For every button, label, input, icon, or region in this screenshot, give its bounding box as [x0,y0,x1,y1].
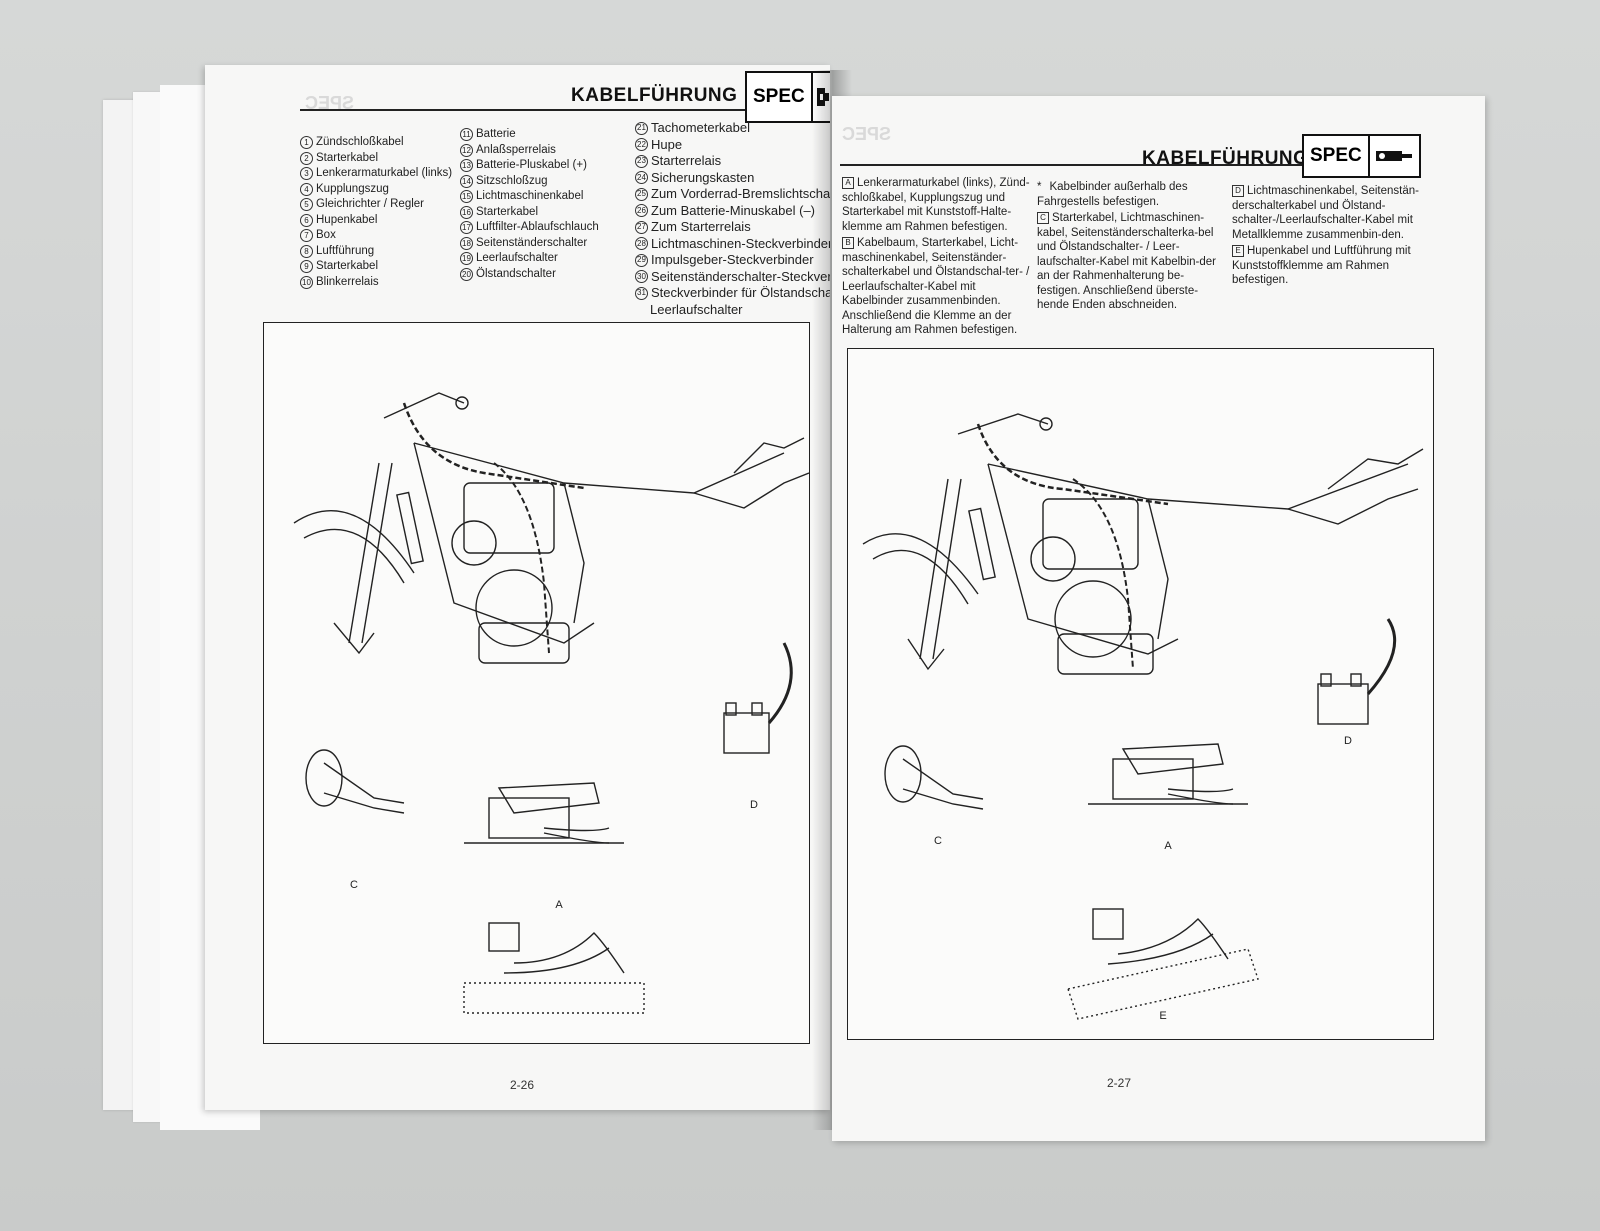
spec-badge: SPEC [745,71,830,123]
detail-label-c: C [934,835,942,847]
spec-label: SPEC [747,73,813,121]
wiring-diagram: C A D E [263,322,810,1091]
wrench-icon [1370,136,1419,176]
spec-label: SPEC [1304,136,1370,176]
page-number: 2-26 [510,1078,535,1092]
detail-label-c: C [350,879,358,891]
notes-column-2: *Kabelbinder außerhalb des Fahrgestells … [1037,180,1227,313]
page-number: 2-27 [1107,1076,1132,1090]
motorcycle-wiring-illustration: C A D E [293,392,810,1091]
page-title: KABELFÜHRUNG [571,85,738,106]
spec-badge: SPEC [1302,134,1421,178]
note-item: *Kabelbinder außerhalb des Fahrgestells … [1037,181,1188,208]
bleed-through-text: SPEC [842,124,892,144]
page-title: KABELFÜHRUNG [1142,148,1309,169]
header-rule [300,109,745,111]
wrench-icon [813,73,830,121]
detail-label-e: E [1159,1010,1166,1022]
wiring-diagram: C A D E [847,348,1434,1040]
motorcycle-wiring-illustration: C A D E [862,413,1424,1022]
detail-label-a: A [555,899,563,911]
legend-item: Leerlaufschalter [650,301,743,317]
header-rule [840,164,1302,166]
detail-label-d: D [750,799,758,811]
detail-label-d: D [1344,735,1352,747]
detail-label-a: A [1164,840,1172,852]
